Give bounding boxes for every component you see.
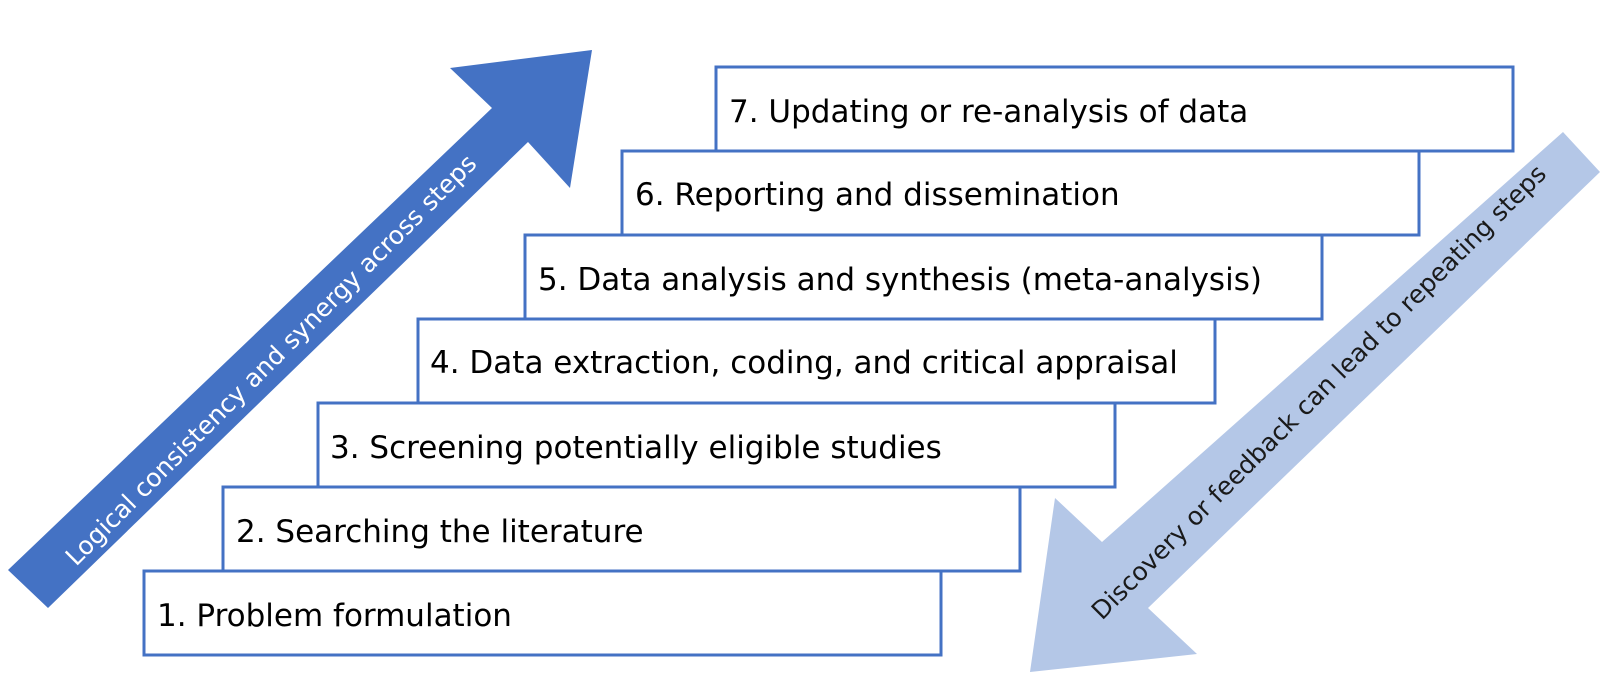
step-box-5 xyxy=(523,233,1324,321)
step-box-4 xyxy=(416,317,1217,405)
step-label-6: 6. Reporting and dissemination xyxy=(635,177,1120,213)
step-label-7: 7. Updating or re-analysis of data xyxy=(729,94,1248,130)
step-box-6 xyxy=(620,149,1421,237)
step-box-2 xyxy=(221,485,1022,573)
step-label-1: 1. Problem formulation xyxy=(157,598,512,634)
up-arrow-shape xyxy=(8,50,592,608)
step-label-5: 5. Data analysis and synthesis (meta-ana… xyxy=(538,262,1262,298)
step-box-7 xyxy=(714,65,1515,153)
down-arrow-shape xyxy=(1030,132,1600,672)
step-label-3: 3. Screening potentially eligible studie… xyxy=(330,430,942,466)
steps-staircase: 7. Updating or re-analysis of data 6. Re… xyxy=(142,65,1515,657)
step-box-1 xyxy=(142,569,943,657)
step-label-2: 2. Searching the literature xyxy=(236,514,644,550)
step-label-4: 4. Data extraction, coding, and critical… xyxy=(430,345,1178,381)
step-box-3 xyxy=(316,401,1117,489)
